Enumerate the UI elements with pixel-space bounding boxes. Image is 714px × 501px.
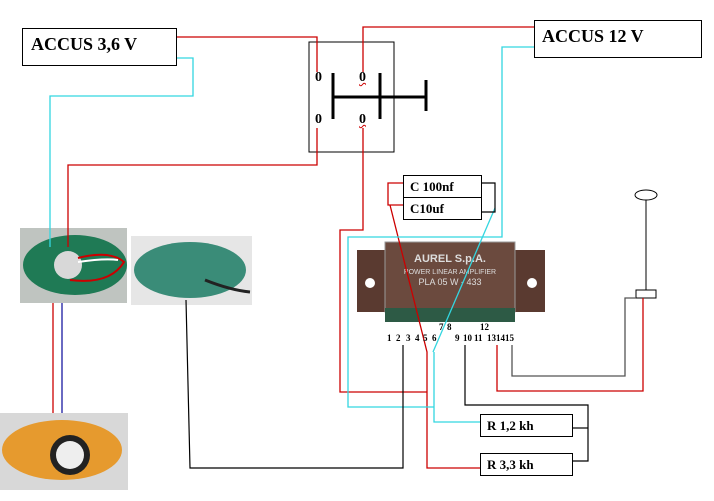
pin-label: 14 xyxy=(496,333,505,343)
battery-3v6-label: ACCUS 3,6 V xyxy=(22,28,177,66)
pcb-photo-1 xyxy=(20,228,127,303)
pin-label: 13 xyxy=(487,333,496,343)
pin-label: 6 xyxy=(432,333,437,343)
capacitor-100nf: C 100nf xyxy=(403,175,482,198)
black-wires xyxy=(185,182,589,469)
pin-label: 12 xyxy=(480,322,489,332)
pin-label: 11 xyxy=(474,333,483,343)
pin-label: 1 xyxy=(387,333,392,343)
pin-label: 2 xyxy=(396,333,401,343)
battery-12v-label: ACCUS 12 V xyxy=(534,20,702,58)
capacitor-10uf: C10uf xyxy=(403,197,482,220)
amplifier-module-photo: AUREL S.p.A. POWER LINEAR AMPLIFIER PLA … xyxy=(357,241,545,322)
cyan-wires xyxy=(49,46,534,423)
battery-photo xyxy=(0,413,128,490)
red-wires xyxy=(52,26,644,469)
switch-contact-bottom-right: 0 xyxy=(359,112,366,127)
gray-wire xyxy=(511,297,636,377)
resistor-1k2: R 1,2 kh xyxy=(480,414,573,437)
pin-label: 5 xyxy=(423,333,428,343)
resistor-3k3: R 3,3 kh xyxy=(480,453,573,476)
pcb-photo-2 xyxy=(131,236,252,305)
pin-label: 7 xyxy=(439,322,444,332)
module-line2: PLA 05 W - 433 xyxy=(418,277,481,287)
module-brand: AUREL S.p.A. xyxy=(414,253,486,265)
pin-label: 8 xyxy=(447,322,452,332)
pin-label: 10 xyxy=(463,333,472,343)
pin-label: 15 xyxy=(505,333,514,343)
switch-contact-top-left: 0 xyxy=(315,70,322,85)
pin-label: 9 xyxy=(455,333,460,343)
switch-symbol xyxy=(308,41,428,153)
switch-contact-bottom-left: 0 xyxy=(315,112,322,127)
pin-label: 4 xyxy=(415,333,420,343)
module-line1: POWER LINEAR AMPLIFIER xyxy=(404,269,496,276)
pin-label: 3 xyxy=(406,333,411,343)
switch-contact-top-right: 0 xyxy=(359,70,366,85)
antenna-symbol xyxy=(634,189,658,299)
